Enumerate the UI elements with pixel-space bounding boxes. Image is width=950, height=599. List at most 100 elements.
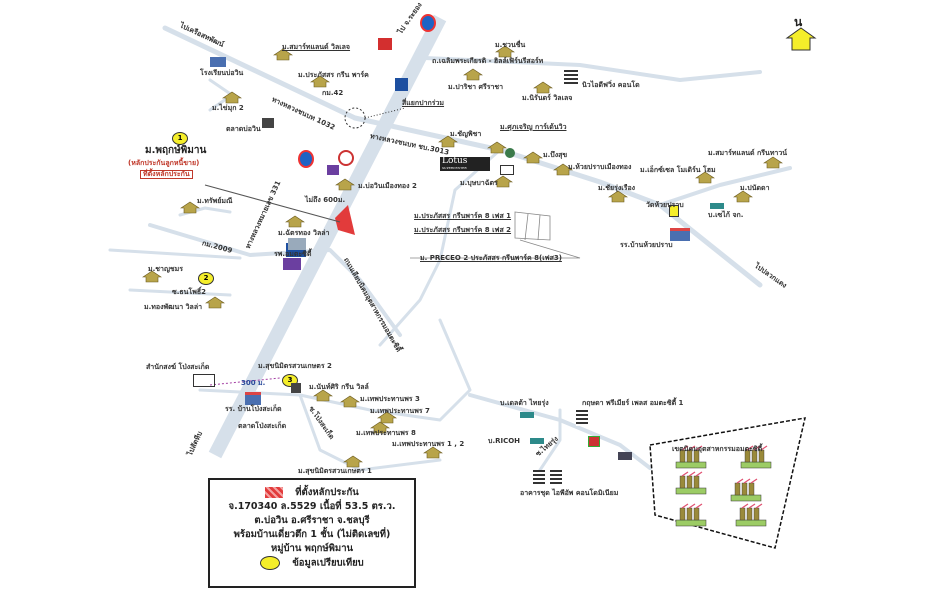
pin-2[interactable]: 2 — [198, 272, 214, 285]
place-ppg8-1: ม.ประภัสสร กรีนพาร์ค 8 เฟส 1 — [414, 212, 512, 220]
place-school-bowin: โรงเรียนบ่อวิน — [200, 69, 244, 77]
place-thep12: ม.เทพประทานพร 1 , 2 — [392, 440, 465, 448]
place-sapmanee: ม.ทรัพย์มณี — [197, 197, 233, 205]
place-suknimit2: ม.สุขนิมิตรสวนเกษตร 2 — [258, 362, 332, 370]
label-junction: สี่แยกปากร่วม — [402, 99, 445, 107]
legend-comparison: ข้อมูลเปรียบเทียบ — [292, 557, 364, 569]
house-icon — [180, 201, 200, 214]
bank-kasikorn-icon — [338, 150, 354, 166]
house-icon — [142, 270, 162, 283]
condo-icon — [550, 470, 562, 486]
place-amata-estate: เขตนิคมอุตสาหกรรมอมตะซิตี้ — [672, 445, 763, 453]
house-icon — [423, 446, 443, 459]
gas-station-icon — [298, 150, 314, 168]
distance-600-line — [204, 184, 341, 223]
house-icon — [553, 163, 573, 176]
house-icon — [313, 389, 333, 402]
house-icon — [222, 91, 242, 104]
house-icon — [285, 215, 305, 228]
road-west — [108, 248, 242, 260]
house-icon — [695, 171, 715, 184]
place-thongpatthana: ม.ทองพัฒนา วิลล่า — [144, 303, 203, 311]
pin-1[interactable]: 1 — [172, 132, 188, 145]
hospital-icon — [288, 238, 306, 250]
road-2009 — [148, 223, 402, 337]
place-chuanchuen: ม.ชวนชื่น — [495, 41, 526, 49]
place-thep8: ม.เทพประทานพร 8 — [356, 429, 416, 437]
school-icon — [210, 57, 226, 67]
housing-icons — [142, 45, 783, 468]
place-excel: ม.เอ็กซ์เซล โมเดิร์น โฮม — [640, 166, 716, 174]
legend-line2: ต.บ่อวิน อ.ศรีราชา จ.ชลบุรี — [254, 515, 370, 526]
label-km42: กม.42 — [322, 89, 344, 97]
factory-delta-icon — [520, 412, 534, 418]
place-delta: บ.เดลต้า ไทยรุ่ง — [500, 399, 549, 407]
lotus-name: Lotus — [442, 156, 468, 166]
place-chatthong: ม.ฉัตรทอง วิลล่า — [278, 229, 330, 237]
place-monastery: สำนักสงฆ์ โป่งสะเก็ด — [146, 363, 210, 371]
place-ppg8-2: ม.ประภัสสร กรีนพาร์ค 8 เฟส 2 — [414, 226, 512, 234]
parcel-outlines — [410, 211, 581, 259]
place-supacharoen: ม.ศุภเจริญ การ์เด้นวิว — [500, 123, 567, 131]
subject-tag: ที่ตั้งหลักประกัน — [140, 170, 193, 179]
place-smartland-village: ม.สมาร์ทแลนด์ วิลเลจ — [282, 43, 351, 51]
legend-line3: พร้อมบ้านเดี่ยวตึก 1 ชั้น (ไม่ติดเลขที่) — [233, 529, 391, 540]
bank-icon — [500, 165, 514, 175]
shop-icon — [505, 148, 515, 158]
comparison-circle-icon — [260, 556, 281, 570]
house-icon — [340, 395, 360, 408]
condo-icon — [564, 70, 578, 86]
school-icon — [670, 228, 690, 241]
place-school-huaiprap: รร.บ้านห้วยปราบ — [620, 241, 673, 249]
condo-icon — [533, 470, 545, 486]
place-chairung: ม.ชัยรุ่งเรือง — [598, 184, 636, 192]
house-icon — [370, 421, 390, 434]
label-road-chalerm: ถ.เฉลิมพระเกียรติ - ฮิลล์เฟิร์นรีสอร์ท — [432, 57, 544, 65]
place-butsaba: ม.บุษบาฉัตร — [460, 179, 498, 187]
temple-icon — [669, 205, 679, 217]
house-icon — [273, 48, 293, 61]
house-icon — [377, 411, 397, 424]
collateral-swatch-icon — [265, 487, 284, 498]
road-thanapho — [128, 288, 232, 297]
road-ricoh — [538, 408, 562, 472]
road-east — [658, 166, 792, 207]
road-chalerm — [423, 56, 762, 82]
house-icon — [763, 156, 783, 169]
place-market-bowin: ตลาดบ่อวิน — [226, 125, 261, 133]
road-pong — [198, 318, 472, 422]
factory-icon — [740, 445, 772, 469]
legend-line4: หมู่บ้าน พฤกษ์พิมาน — [270, 543, 354, 554]
place-paricha: ม.ปาริชา ศรีราชา — [448, 83, 504, 91]
bank-icon — [395, 78, 408, 91]
bank-scb-icon — [283, 258, 301, 270]
house-icon — [438, 135, 458, 148]
market-icon — [291, 383, 301, 393]
place-ricoh: บ.RICOH — [488, 437, 521, 445]
place-wat-huaiprap: วัดห้วยปราบ — [646, 201, 684, 209]
factory-icon — [730, 478, 762, 502]
subject-note: (หลักประกันลูกหนี้ขาย) — [128, 159, 200, 167]
place-panadda: ม.ปนัดดา — [740, 184, 770, 192]
house-icon — [487, 141, 507, 154]
place-kaimuk2: ม.ไข่มุก 2 — [212, 104, 244, 112]
place-school-pong: รร. บ้านโป่งสะเก็ด — [225, 405, 282, 413]
junction-pointer — [364, 107, 406, 119]
north-arrow-icon — [785, 27, 817, 51]
lotus-sub: SUPERCENTER — [442, 166, 467, 170]
factory-sekai-icon — [710, 203, 724, 209]
market-icon — [262, 118, 274, 128]
factory-ricoh-icon — [530, 438, 544, 444]
road-mid-curve — [378, 148, 502, 347]
place-newidea: นิวไอดีฟวิ่ง คอนโด — [582, 81, 640, 89]
seven-eleven-icon — [588, 436, 600, 447]
place-smartland-green: ม.สมาร์ทแลนด์ กรีนทาวน์ — [708, 149, 788, 157]
place-amata-hospital: รพ.อมตะซิตี้ — [274, 250, 312, 258]
place-market-pong: ตลาดโป่งสะเก็ด — [238, 422, 287, 430]
map-legend: ที่ตั้งหลักประกัน จ.170340 ล.5529 เนื้อท… — [208, 478, 416, 588]
house-icon — [608, 190, 628, 203]
shop-icon — [378, 38, 392, 50]
place-kritsada: กฤษดา พรีเมียร์ เพลส อมตะซิตี้ 1 — [582, 399, 684, 407]
place-niran: ม.นิรันดร์ วิลเลจ — [522, 94, 573, 102]
house-icon — [463, 68, 483, 81]
